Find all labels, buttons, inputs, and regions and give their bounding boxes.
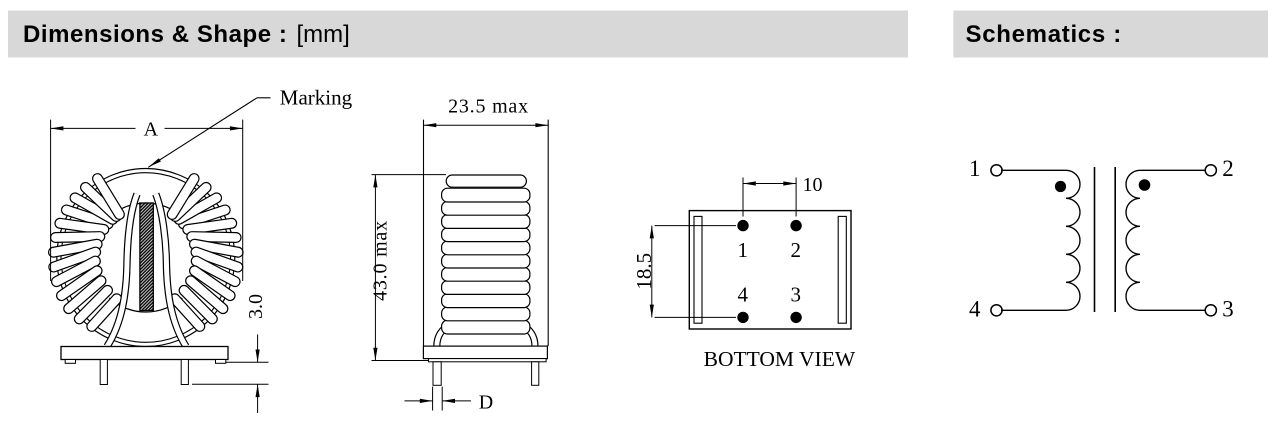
svg-text:1: 1 [969,156,981,181]
svg-text:A: A [144,118,159,140]
svg-text:2: 2 [791,238,802,262]
svg-text:23.5 max: 23.5 max [448,96,529,118]
svg-text:3: 3 [791,282,802,306]
svg-text:Dimensions & Shape :: Dimensions & Shape : [23,21,287,48]
svg-text:Schematics :: Schematics : [966,21,1122,48]
svg-text:18.5: 18.5 [632,253,656,290]
svg-text:BOTTOM VIEW: BOTTOM VIEW [704,347,856,371]
svg-text:3: 3 [1222,296,1234,321]
svg-text:1: 1 [737,238,748,262]
svg-text:[mm]: [mm] [297,21,350,48]
svg-text:10: 10 [803,174,823,196]
svg-text:43.0 max: 43.0 max [370,220,392,301]
svg-text:4: 4 [737,282,748,306]
svg-text:D: D [479,392,493,414]
svg-text:Marking: Marking [280,85,353,109]
svg-text:3.0: 3.0 [245,294,267,319]
svg-text:2: 2 [1222,156,1234,181]
svg-text:4: 4 [969,296,981,321]
